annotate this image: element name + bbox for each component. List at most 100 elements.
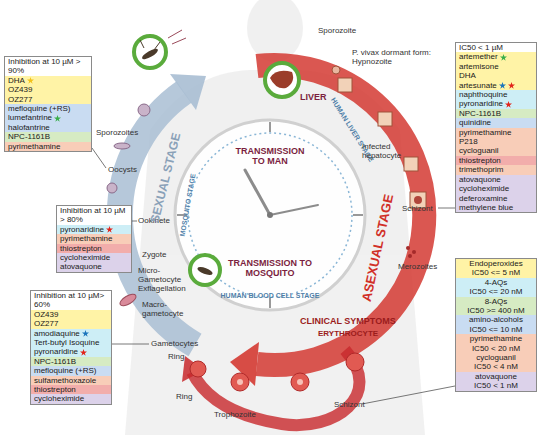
drug-row: pyrimethamine — [57, 234, 131, 243]
drug-row: DHA — [5, 76, 91, 85]
drug-name: OZ439 — [8, 85, 32, 94]
hepatocyte — [404, 157, 418, 171]
drug-name: methylene blue — [459, 203, 513, 212]
stage-label: Zygote — [142, 250, 166, 259]
drug-box: Inhibition at 10 µM> 60%OZ439OZ277amodia… — [30, 290, 112, 405]
drug-row: IC50 < 20 nM — [456, 344, 536, 353]
box-heading: Inhibition at 10 µM > 80% — [60, 206, 126, 224]
arc-arrowhead — [170, 74, 206, 110]
drug-name: pyrimethamine — [8, 142, 60, 151]
drug-name: cycloheximide — [459, 184, 509, 193]
leader-line — [438, 208, 455, 209]
drug-name: pyrimethamine — [470, 334, 522, 343]
merozoites — [406, 246, 416, 258]
erythrocyte — [231, 373, 249, 391]
leader-line — [92, 148, 106, 168]
gametocyte — [118, 292, 138, 308]
drug-row: NPC-1161B — [5, 132, 91, 141]
drug-row: IC50 < 1 µM — [456, 43, 536, 52]
drug-box: EndoperoxidesIC50 <= 5 nM4-AQsIC50 <= 20… — [455, 258, 537, 392]
drug-name: cycloheximide — [34, 394, 84, 403]
drug-row: amino-alcohols — [456, 315, 536, 324]
stage-label: Ring — [176, 392, 192, 401]
drug-row: IC50 <= 20 nM — [456, 287, 536, 296]
drug-star — [505, 101, 512, 108]
stage-label: CLINICAL SYMPTOMS — [300, 316, 396, 326]
drug-row: thiostrepton — [31, 385, 111, 394]
drug-row: atovaquone — [456, 175, 536, 184]
hepatocytes — [338, 78, 426, 208]
drug-name: thiostrepton — [60, 244, 102, 253]
drug-row: IC50 < 1 nM — [456, 381, 536, 390]
drug-name: artesunate — [459, 81, 497, 90]
drug-row: quinidine — [456, 118, 536, 127]
leader-lines — [92, 148, 455, 404]
drug-name: OZ439 — [34, 310, 58, 319]
drug-row: Tert-butyl Isoquine — [31, 338, 111, 347]
leader-line — [112, 344, 149, 345]
drug-row: cycloguanil — [456, 146, 536, 155]
erythrocytic-cycle-arrow — [192, 350, 359, 425]
stage-label: LIVER — [300, 92, 327, 102]
drug-name: mefloquine (+RS) — [34, 366, 96, 375]
stage-label: TRANSMISSION TO MAN — [230, 146, 310, 166]
parasite — [297, 379, 303, 385]
drug-star — [500, 54, 507, 61]
oocyst — [138, 104, 150, 116]
stage-label: Gametocytes — [151, 339, 198, 348]
drug-name: pyronaridine — [34, 347, 78, 356]
drug-name: IC50 >= 400 nM — [467, 306, 524, 315]
drug-row: pyronaridine — [31, 347, 111, 356]
hepatocyte — [378, 112, 392, 126]
clock-tick — [353, 214, 363, 216]
mosquito-leg — [140, 40, 144, 48]
stage-label: Oocysts — [108, 165, 137, 174]
drug-star — [82, 330, 89, 337]
drug-name: naphthoquine — [459, 90, 508, 99]
drug-row: IC50 < 4 nM — [456, 362, 536, 371]
drug-name: OZ277 — [8, 95, 32, 104]
drug-row: IC50 >= 400 nM — [456, 306, 536, 315]
drug-row: Endoperoxides — [456, 259, 536, 268]
drug-row: Inhibition at 10 µM> 60% — [31, 291, 111, 310]
star-shape — [82, 330, 89, 337]
drug-row: atovaquone — [57, 262, 131, 271]
drug-row: atovaquone — [456, 372, 536, 381]
stage-label: Merozoites — [398, 262, 437, 271]
star-shape — [500, 54, 507, 61]
drug-name: NPC-1161B — [8, 132, 50, 141]
star-shape — [508, 82, 515, 89]
star-shape — [499, 82, 506, 89]
star-shape — [505, 101, 512, 108]
liver-shape — [270, 71, 293, 88]
drug-name: DHA — [8, 76, 25, 85]
erythrocytes — [190, 353, 364, 391]
drug-row: P218 — [456, 137, 536, 146]
mosquito-body — [196, 265, 213, 276]
drug-row: NPC-1161B — [31, 357, 111, 366]
drug-row: DHA — [456, 71, 536, 80]
parasite — [237, 379, 243, 385]
merozoite — [408, 254, 412, 258]
drug-name: mefloquine (+RS) — [8, 104, 70, 113]
leader-line — [362, 386, 455, 404]
drug-row: naphthoquine — [456, 90, 536, 99]
drug-row: deferoxamine — [456, 194, 536, 203]
drug-row: cycloheximide — [456, 184, 536, 193]
stage-label: Schizont — [402, 204, 433, 213]
drug-row: thiostrepton — [456, 156, 536, 165]
drug-row: artemisone — [456, 62, 536, 71]
drug-name: sulfamethoxazole — [34, 376, 96, 385]
mosquito-icon — [190, 255, 220, 285]
drug-name: P218 — [459, 137, 478, 146]
drug-row: OZ439 — [5, 85, 91, 94]
hypnozoite-cell — [332, 66, 340, 74]
drug-name: IC50 < 1 nM — [474, 381, 518, 390]
drug-name: 4-AQs — [485, 278, 508, 287]
ookinete — [114, 143, 130, 149]
drug-name: thiostrepton — [34, 385, 76, 394]
clock-tick — [269, 122, 271, 132]
drug-name: IC50 <= 10 nM — [470, 325, 523, 334]
stage-label: Sporozoites — [96, 128, 138, 137]
